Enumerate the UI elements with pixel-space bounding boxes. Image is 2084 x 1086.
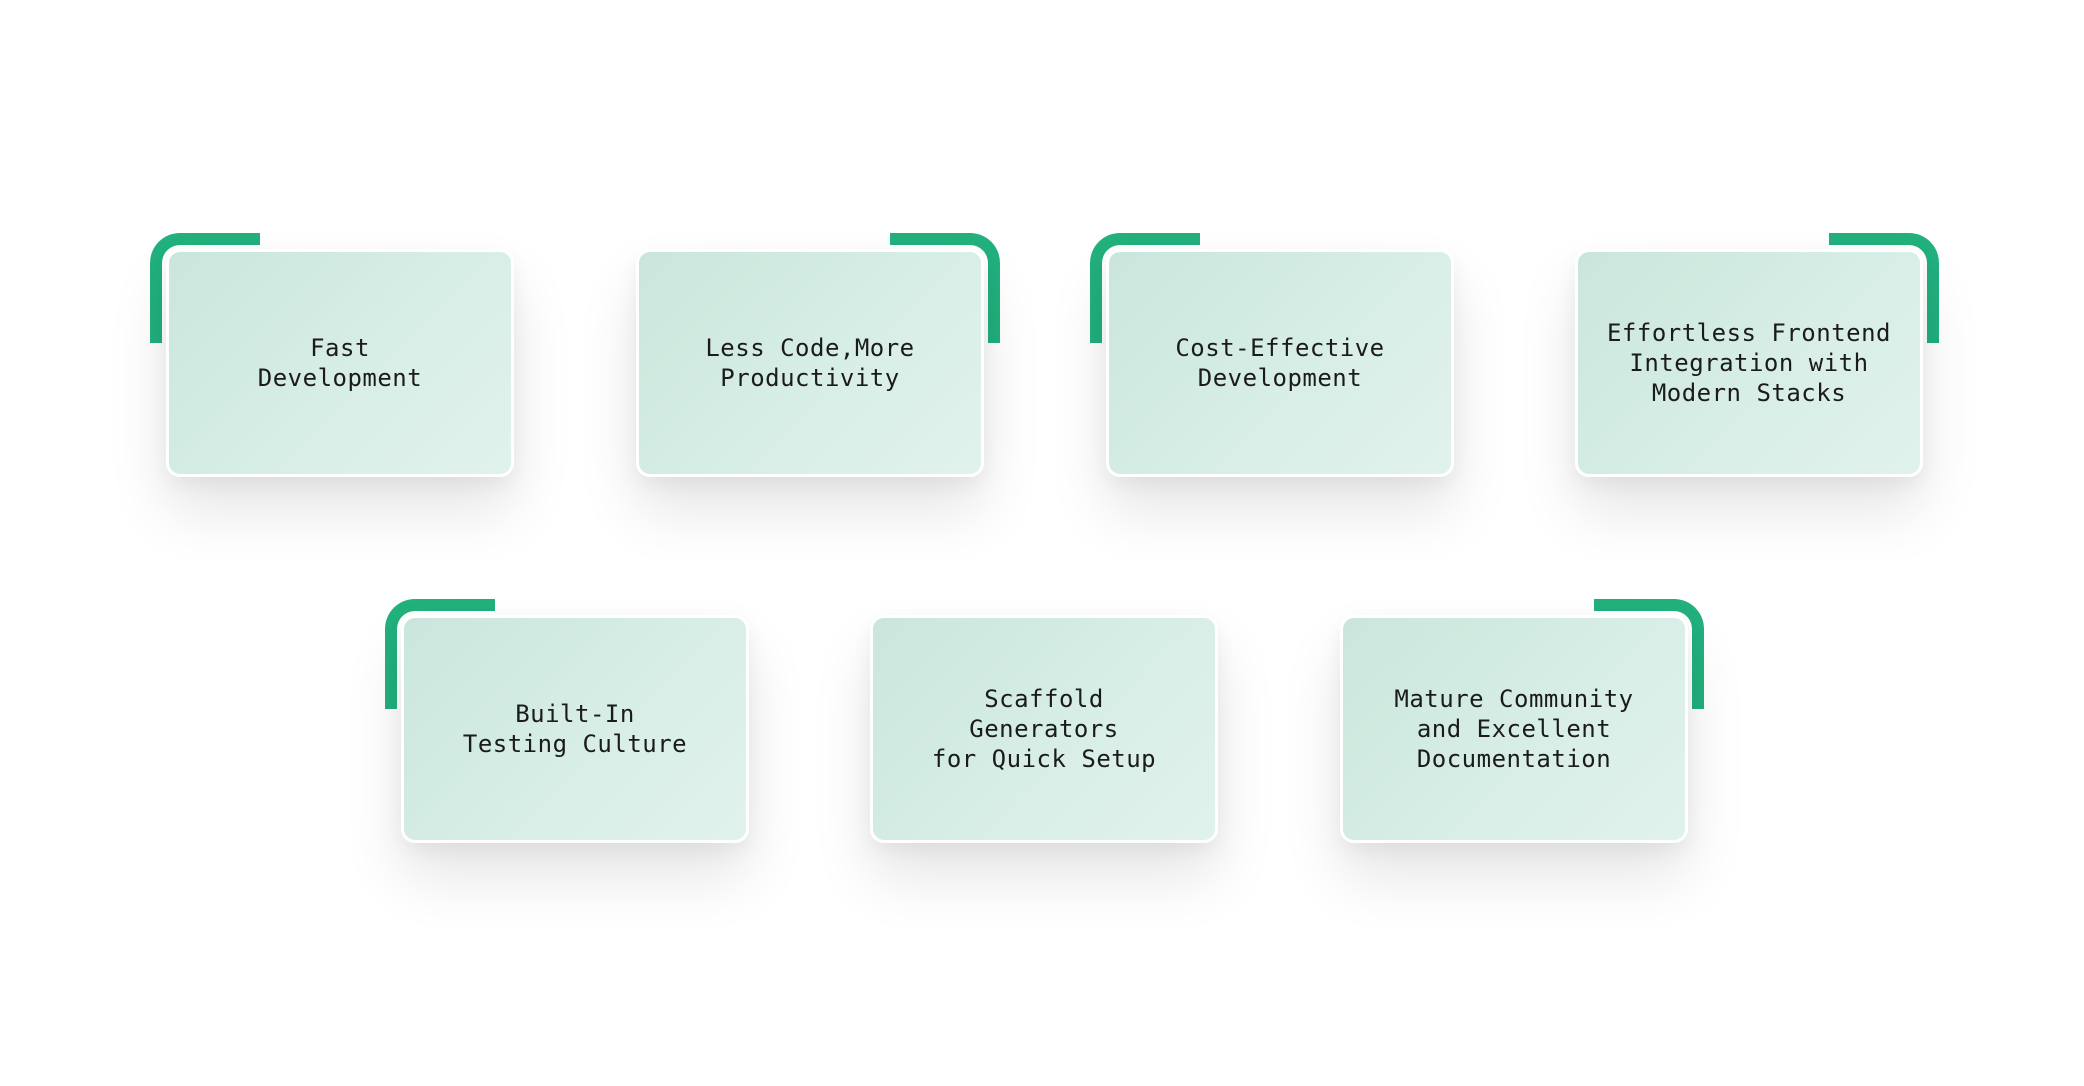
- card-label: Effortless Frontend Integration with Mod…: [1606, 319, 1892, 407]
- card-box: Fast Development: [166, 249, 514, 477]
- card-effortless-frontend-integration: Effortless Frontend Integration with Mod…: [1575, 233, 1939, 477]
- card-cost-effective-development: Cost-Effective Development: [1090, 233, 1454, 477]
- card-built-in-testing-culture: Built-In Testing Culture: [385, 599, 749, 843]
- corner-accent: [150, 233, 260, 343]
- card-box: Less Code,More Productivity: [636, 249, 984, 477]
- corner-accent: [1594, 599, 1704, 709]
- card-scaffold-generators: Scaffold Generators for Quick Setup: [870, 615, 1218, 843]
- corner-accent: [1090, 233, 1200, 343]
- card-label: Less Code,More Productivity: [705, 334, 915, 392]
- card-box: Cost-Effective Development: [1106, 249, 1454, 477]
- card-mature-community-documentation: Mature Community and Excellent Documenta…: [1340, 599, 1704, 843]
- card-box: Effortless Frontend Integration with Mod…: [1575, 249, 1923, 477]
- card-label: Cost-Effective Development: [1175, 334, 1385, 392]
- card-box: Mature Community and Excellent Documenta…: [1340, 615, 1688, 843]
- card-label: Mature Community and Excellent Documenta…: [1394, 685, 1634, 773]
- card-label: Built-In Testing Culture: [462, 700, 688, 758]
- card-fast-development: Fast Development: [150, 233, 514, 477]
- card-label: Scaffold Generators for Quick Setup: [931, 685, 1157, 773]
- card-box: Scaffold Generators for Quick Setup: [870, 615, 1218, 843]
- card-less-code-more-productivity: Less Code,More Productivity: [636, 233, 1000, 477]
- card-box: Built-In Testing Culture: [401, 615, 749, 843]
- corner-accent: [1829, 233, 1939, 343]
- corner-accent: [890, 233, 1000, 343]
- corner-accent: [385, 599, 495, 709]
- card-label: Fast Development: [257, 334, 423, 392]
